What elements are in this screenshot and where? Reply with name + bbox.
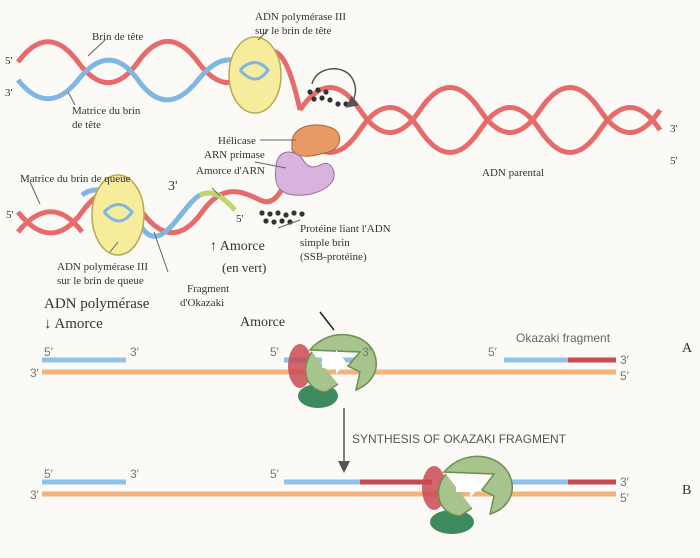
label-amorce-arrow: ↑ Amorce xyxy=(210,239,265,254)
a-3-mid: 3′ xyxy=(362,345,372,359)
label-matrice-tete-2: de tête xyxy=(72,119,101,131)
pol3-lagging xyxy=(91,174,145,256)
pol3-leading xyxy=(228,36,282,114)
b-3-left-bottom: 3′ xyxy=(30,488,40,502)
parental-strand-red xyxy=(297,85,663,135)
a-5-mid: 5′ xyxy=(270,345,280,359)
b-3-left-top: 3′ xyxy=(130,467,140,481)
label-pol3-queue-2: sur le brin de queue xyxy=(57,275,144,287)
end-5-primer: 5' xyxy=(236,213,244,225)
end-3-top-left: 3' xyxy=(5,87,13,99)
end-5-right: 5' xyxy=(670,155,678,167)
label-arn-primase: ARN primase xyxy=(204,149,265,161)
label-helicase: Hélicase xyxy=(218,135,256,147)
label-ssb-3: (SSB-protéine) xyxy=(300,251,367,263)
a-5-right: 5′ xyxy=(488,345,498,359)
label-amorce-down: ↓ Amorce xyxy=(44,316,103,332)
label-matrice-queue: Matrice du brin de queue xyxy=(20,173,131,185)
label-en-vert: (en vert) xyxy=(222,260,266,275)
label-pol3-queue-1: ADN polymérase III xyxy=(57,261,148,273)
label-pol3-tete-1: ADN polymérase III xyxy=(255,11,346,23)
b-3-right: 3′ xyxy=(620,475,630,489)
label-pol3-tete-2: sur le brin de tête xyxy=(255,25,331,37)
primase-protein xyxy=(274,151,335,196)
end-3-mid: 3' xyxy=(168,179,178,194)
lagging-template-strand xyxy=(16,129,303,236)
parental-strand-red-2 xyxy=(297,105,663,155)
label-amorce-bottom: Amorce xyxy=(240,315,285,330)
end-3-right: 3' xyxy=(670,123,678,135)
leading-new-strand xyxy=(16,57,260,103)
label-adn-parental: ADN parental xyxy=(482,167,544,179)
a-3-left-top: 3′ xyxy=(130,345,140,359)
label-ssb-1: Protéine liant l'ADN xyxy=(300,223,391,235)
a-3-left-bottom: 3′ xyxy=(30,366,40,380)
end-5-left-mid: 5' xyxy=(6,209,14,221)
label-ssb-2: simple brin xyxy=(300,237,350,249)
panel-b-label: B xyxy=(682,483,691,498)
label-okazaki-1: Fragment xyxy=(187,283,229,295)
helicase-protein xyxy=(291,124,341,157)
panel-a-label: A xyxy=(682,341,693,356)
label-amorce-arn: Amorce d'ARN xyxy=(196,165,265,177)
label-okazaki-fragment: Okazaki fragment xyxy=(516,331,611,345)
rotation-arrow xyxy=(311,68,359,108)
a-5-right-bottom: 5′ xyxy=(620,369,630,383)
b-5-right-bottom: 5′ xyxy=(620,491,630,505)
label-okazaki-2: d'Okazaki xyxy=(180,297,224,309)
rna-primer xyxy=(198,190,237,212)
a-polymerase-complex xyxy=(288,333,377,408)
b-polymerase-complex xyxy=(422,455,513,534)
label-adn-polymerase: ADN polymérase xyxy=(44,296,150,312)
label-matrice-tete-1: Matrice du brin xyxy=(72,105,141,117)
lagging-red-strand xyxy=(16,209,85,234)
end-5-top-left: 5' xyxy=(5,55,13,67)
b-5-left: 5′ xyxy=(44,467,54,481)
ssb-cluster-bottom xyxy=(259,210,305,225)
label-brin-de-tete: Brin de tête xyxy=(92,31,143,43)
a-3-right: 3′ xyxy=(620,353,630,367)
amorce-pointer xyxy=(319,311,335,331)
leader-lines xyxy=(29,29,301,273)
label-synthesis: SYNTHESIS OF OKAZAKI FRAGMENT xyxy=(352,432,567,446)
a-5-left: 5′ xyxy=(44,345,54,359)
b-5-mid: 5′ xyxy=(270,467,280,481)
